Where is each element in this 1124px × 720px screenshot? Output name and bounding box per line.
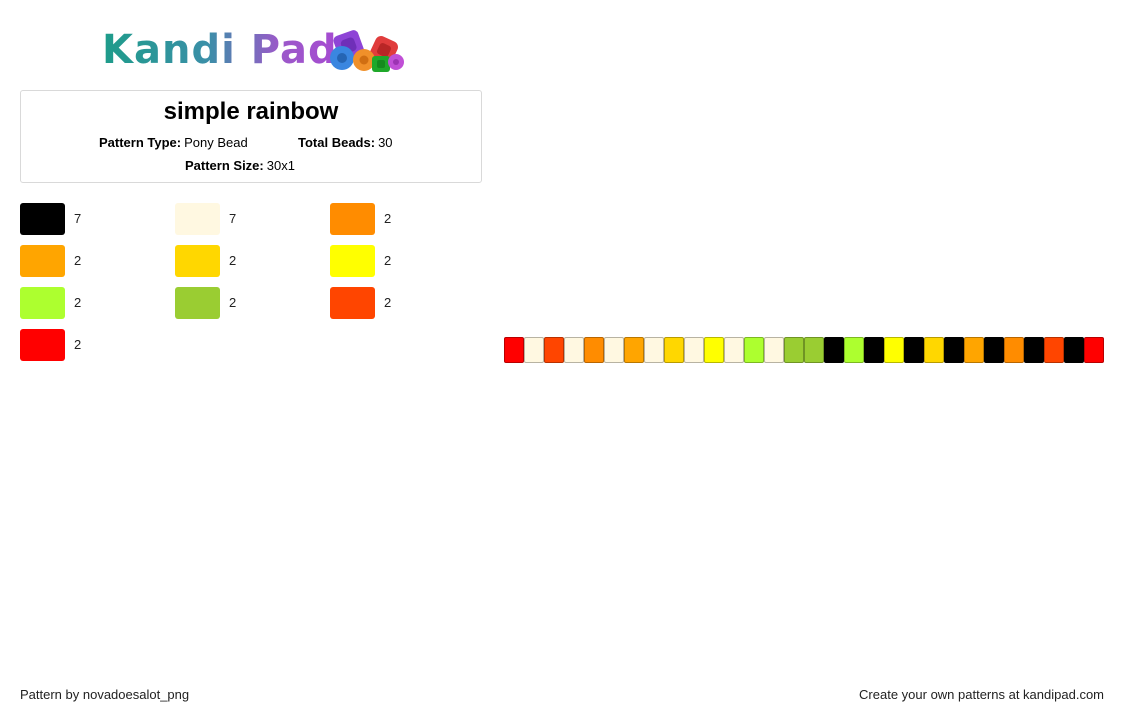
bead-count: 2 bbox=[229, 253, 237, 268]
kandi-pad-logo[interactable]: Kandi Pad bbox=[102, 28, 404, 74]
logo-text: Kandi Pad bbox=[102, 27, 338, 73]
bead bbox=[724, 337, 744, 363]
bead bbox=[864, 337, 884, 363]
bead-count: 7 bbox=[229, 211, 237, 226]
bead bbox=[884, 337, 904, 363]
legend-item: 2 bbox=[330, 287, 470, 319]
pattern-credit: Pattern by novadoesalot_png bbox=[20, 687, 190, 702]
color-swatch bbox=[20, 287, 65, 319]
legend-item: 2 bbox=[330, 245, 470, 277]
total-beads-label: Total Beads: bbox=[298, 135, 376, 150]
bead bbox=[624, 337, 644, 363]
pattern-size-value: 30x1 bbox=[266, 158, 295, 173]
total-beads-value: 30 bbox=[378, 135, 393, 150]
bead-count: 2 bbox=[74, 295, 82, 310]
pattern-type-label: Pattern Type: bbox=[99, 135, 182, 150]
bead bbox=[544, 337, 564, 363]
color-swatch bbox=[175, 245, 220, 277]
color-swatch bbox=[175, 287, 220, 319]
bead-count: 2 bbox=[74, 337, 82, 352]
kandipad-promo-link[interactable]: Create your own patterns at kandipad.com bbox=[859, 687, 1104, 702]
bead-count: 7 bbox=[74, 211, 82, 226]
legend-item: 2 bbox=[175, 287, 315, 319]
pattern-info-card: simple rainbow Pattern Type:Pony Bead To… bbox=[20, 90, 482, 183]
bead-count: 2 bbox=[74, 253, 82, 268]
bead bbox=[584, 337, 604, 363]
bead bbox=[824, 337, 844, 363]
bead bbox=[684, 337, 704, 363]
pattern-type-row: Pattern Type:Pony Bead bbox=[99, 135, 248, 151]
bead bbox=[1004, 337, 1024, 363]
bead bbox=[1024, 337, 1044, 363]
bead bbox=[784, 337, 804, 363]
bead-count: 2 bbox=[384, 211, 392, 226]
bead bbox=[764, 337, 784, 363]
color-swatch bbox=[330, 287, 375, 319]
bead bbox=[1044, 337, 1064, 363]
bead-count: 2 bbox=[229, 295, 237, 310]
legend-item: 2 bbox=[175, 245, 315, 277]
bead bbox=[924, 337, 944, 363]
bead bbox=[904, 337, 924, 363]
legend-item: 2 bbox=[20, 287, 160, 319]
bead bbox=[564, 337, 584, 363]
bead-pattern-strip bbox=[504, 337, 1104, 363]
color-swatch bbox=[20, 203, 65, 235]
bead bbox=[744, 337, 764, 363]
legend-item: 7 bbox=[175, 203, 315, 235]
bead bbox=[1064, 337, 1084, 363]
bead bbox=[944, 337, 964, 363]
bead bbox=[504, 337, 524, 363]
legend-item: 2 bbox=[330, 203, 470, 235]
pattern-type-value: Pony Bead bbox=[184, 135, 248, 150]
legend-item: 2 bbox=[20, 245, 160, 277]
pattern-size-label: Pattern Size: bbox=[185, 158, 264, 173]
bead-count: 2 bbox=[384, 253, 392, 268]
color-swatch bbox=[175, 203, 220, 235]
legend-item: 7 bbox=[20, 203, 160, 235]
bead bbox=[644, 337, 664, 363]
bead bbox=[964, 337, 984, 363]
color-swatch bbox=[20, 329, 65, 361]
bead bbox=[844, 337, 864, 363]
legend-item: 2 bbox=[20, 329, 160, 361]
color-swatch bbox=[20, 245, 65, 277]
bead bbox=[804, 337, 824, 363]
color-swatch bbox=[330, 245, 375, 277]
color-swatch bbox=[330, 203, 375, 235]
bead bbox=[524, 337, 544, 363]
pattern-size-row: Pattern Size:30x1 bbox=[185, 158, 295, 174]
bead bbox=[664, 337, 684, 363]
bead bbox=[984, 337, 1004, 363]
bead bbox=[1084, 337, 1104, 363]
pattern-title: simple rainbow bbox=[163, 98, 339, 125]
bead-cluster-icon bbox=[330, 30, 404, 72]
bead-count: 2 bbox=[384, 295, 392, 310]
bead bbox=[604, 337, 624, 363]
bead bbox=[704, 337, 724, 363]
total-beads-row: Total Beads:30 bbox=[298, 135, 393, 151]
